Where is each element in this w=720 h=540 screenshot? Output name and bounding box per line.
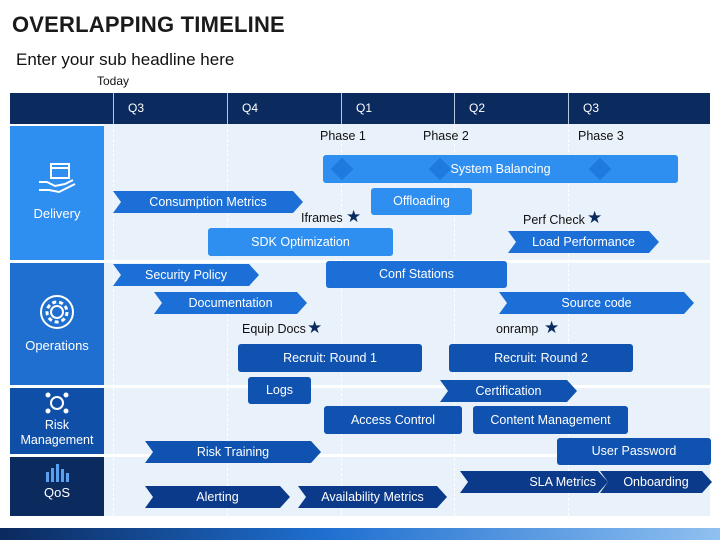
content-management-bar[interactable]: Content Management bbox=[473, 406, 628, 434]
phase-3-label: Phase 3 bbox=[578, 129, 624, 143]
page-subtitle: Enter your sub headline here bbox=[16, 50, 235, 69]
quarter-q3-b: Q3 bbox=[568, 93, 710, 124]
iframes-label: Iframes bbox=[301, 211, 343, 225]
recruit-round-1-bar[interactable]: Recruit: Round 1 bbox=[238, 344, 422, 372]
footer-gradient-strip bbox=[0, 528, 720, 540]
quarter-header-bar bbox=[10, 93, 710, 124]
sdk-optimization-bar[interactable]: SDK Optimization bbox=[208, 228, 393, 256]
equip-docs-label: Equip Docs bbox=[242, 322, 306, 336]
quarter-q1: Q1 bbox=[341, 93, 454, 124]
perf-check-star-icon: ★ bbox=[587, 208, 603, 227]
hand-box-icon bbox=[39, 163, 76, 194]
perf-check-label: Perf Check bbox=[523, 213, 585, 227]
source-code-arrow[interactable]: Source code bbox=[499, 292, 694, 314]
lane-qos-label: QoS bbox=[43, 485, 70, 500]
page-title: OVERLAPPING TIMELINE bbox=[12, 12, 285, 37]
grid-line bbox=[227, 124, 228, 516]
user-password-bar[interactable]: User Password bbox=[557, 438, 711, 465]
system-balancing-bar[interactable]: System Balancing bbox=[323, 155, 678, 183]
lane-delivery-label: Delivery bbox=[33, 206, 81, 221]
lane-risk-label: Risk Management bbox=[20, 418, 94, 447]
grid-line bbox=[454, 124, 455, 516]
quarter-q2: Q2 bbox=[454, 93, 568, 124]
load-performance-arrow[interactable]: Load Performance bbox=[508, 231, 659, 253]
recruit-round-2-bar[interactable]: Recruit: Round 2 bbox=[449, 344, 633, 372]
logs-bar[interactable]: Logs bbox=[248, 377, 311, 404]
documentation-arrow[interactable]: Documentation bbox=[154, 292, 307, 314]
security-policy-arrow[interactable]: Security Policy bbox=[113, 264, 259, 286]
phase-1-label: Phase 1 bbox=[320, 129, 366, 143]
lane-qos: QoS bbox=[10, 457, 104, 516]
lane-operations: Operations bbox=[10, 263, 104, 385]
lane-operations-label: Operations bbox=[25, 338, 89, 353]
offloading-bar[interactable]: Offloading bbox=[371, 188, 472, 215]
bar-chart-icon bbox=[46, 464, 69, 482]
lane-risk-management: Risk Management bbox=[10, 388, 104, 454]
quarter-q3-a: Q3 bbox=[113, 93, 227, 124]
consumption-metrics-arrow[interactable]: Consumption Metrics bbox=[113, 191, 303, 213]
iframes-star-icon: ★ bbox=[346, 207, 362, 226]
lane-delivery: Delivery bbox=[10, 126, 104, 260]
alerting-arrow[interactable]: Alerting bbox=[145, 486, 290, 508]
grid-line bbox=[568, 124, 569, 516]
quarter-q4: Q4 bbox=[227, 93, 341, 124]
gear-cycle-icon bbox=[40, 295, 74, 329]
grid-line bbox=[113, 124, 114, 516]
conf-stations-bar[interactable]: Conf Stations bbox=[326, 261, 507, 288]
equip-docs-star-icon: ★ bbox=[307, 318, 323, 337]
onramp-label: onramp bbox=[496, 322, 539, 336]
onramp-star-icon: ★ bbox=[544, 318, 560, 337]
lane-separator bbox=[10, 385, 710, 388]
availability-metrics-arrow[interactable]: Availability Metrics bbox=[298, 486, 447, 508]
risk-training-arrow[interactable]: Risk Training bbox=[145, 441, 321, 463]
lane-separator bbox=[10, 454, 710, 457]
onboarding-arrow[interactable]: Onboarding bbox=[600, 471, 712, 493]
access-control-bar[interactable]: Access Control bbox=[324, 406, 462, 434]
sla-metrics-arrow[interactable]: SLA Metrics bbox=[460, 471, 608, 493]
certification-arrow[interactable]: Certification bbox=[440, 380, 577, 402]
grid-line bbox=[341, 124, 342, 516]
today-marker-label: Today bbox=[97, 74, 130, 88]
gear-network-icon bbox=[45, 392, 69, 414]
phase-2-label: Phase 2 bbox=[423, 129, 469, 143]
